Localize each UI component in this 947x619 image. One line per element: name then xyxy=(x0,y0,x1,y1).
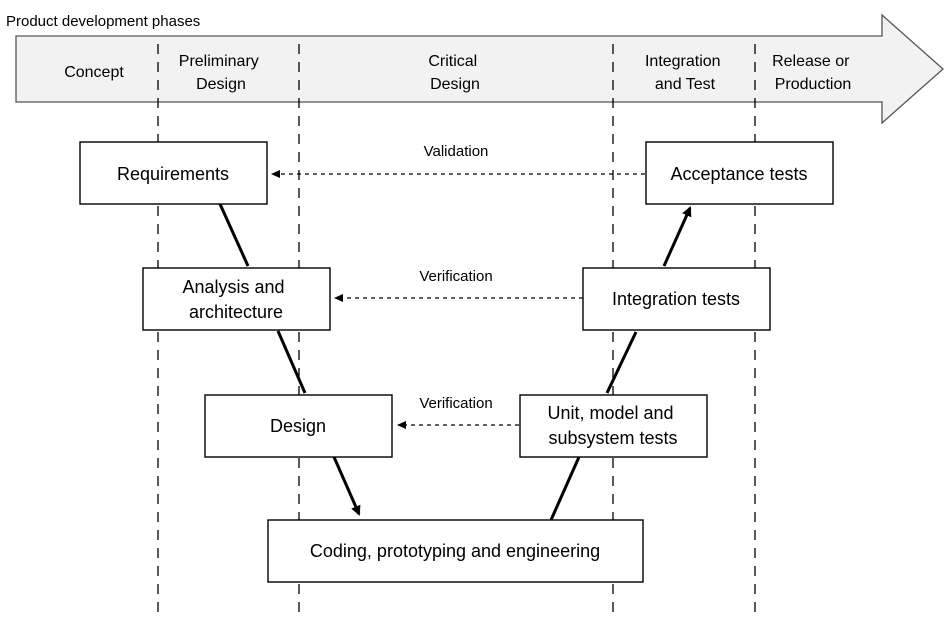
box-coding-label: Coding, prototyping and engineering xyxy=(310,541,600,561)
phase-preliminary-design-line-2: Design xyxy=(196,76,246,93)
verification-label-upper: Verification xyxy=(419,268,492,285)
box-requirements-line-1: Requirements xyxy=(117,164,229,184)
verification-label-lower: Verification xyxy=(419,395,492,412)
phase-preliminary-design: Preliminary Design xyxy=(179,53,263,93)
box-integration-tests-line-1: Integration tests xyxy=(612,289,740,309)
box-design-label: Design xyxy=(270,416,326,436)
phase-arrow xyxy=(15,13,944,125)
box-design: Design xyxy=(204,394,393,458)
box-coding-line-1: Coding, prototyping and engineering xyxy=(310,541,600,561)
box-unit-tests: Unit, model and subsystem tests xyxy=(519,394,708,458)
phase-preliminary-design-line-1: Preliminary xyxy=(179,53,259,70)
box-integration-tests: Integration tests xyxy=(582,267,771,331)
phase-integration-and-test-line-1: Integration xyxy=(645,53,721,70)
phase-release-or-production-line-2: Production xyxy=(775,76,852,93)
phase-critical-design: Critical Design xyxy=(428,53,481,93)
box-design-frame xyxy=(204,394,393,458)
flow-integration-to-acceptance-arrow xyxy=(662,206,692,267)
box-acceptance-tests: Acceptance tests xyxy=(645,141,834,205)
box-analysis-label: Analysis and architecture xyxy=(182,277,289,322)
box-acceptance-tests-frame xyxy=(645,141,834,205)
flow-unit-to-integration xyxy=(605,331,638,394)
flow-coding-to-unit-tests xyxy=(549,456,581,521)
box-coding: Coding, prototyping and engineering xyxy=(267,519,644,583)
box-coding-frame xyxy=(267,519,644,583)
box-unit-tests-line-2: subsystem tests xyxy=(548,428,677,448)
box-requirements-frame xyxy=(79,141,268,205)
validation-label: Validation xyxy=(424,143,489,160)
box-requirements-label: Requirements xyxy=(117,164,229,184)
flow-design-to-coding-arrow xyxy=(332,456,361,516)
flow-analysis-to-design xyxy=(276,330,307,394)
box-analysis-frame xyxy=(142,267,331,331)
box-integration-tests-label: Integration tests xyxy=(612,289,740,309)
development-flow xyxy=(218,203,692,521)
box-unit-tests-frame xyxy=(519,394,708,458)
box-unit-tests-label: Unit, model and subsystem tests xyxy=(547,403,678,448)
box-analysis-line-1: Analysis and xyxy=(182,277,284,297)
phase-release-or-production: Release or Production xyxy=(772,53,854,93)
flow-requirements-to-analysis xyxy=(218,203,250,267)
phase-release-or-production-line-1: Release or xyxy=(772,53,850,70)
phase-critical-design-line-1: Critical xyxy=(428,53,477,70)
check-arrows: Validation Verification Verification xyxy=(271,143,645,429)
phase-labels: Concept Preliminary Design Critical Desi… xyxy=(64,53,854,93)
phase-concept-line-1: Concept xyxy=(64,64,124,81)
box-requirements: Requirements xyxy=(79,141,268,205)
box-design-line-1: Design xyxy=(270,416,326,436)
diagram-title: Product development phases xyxy=(6,13,200,30)
box-analysis-architecture: Analysis and architecture xyxy=(142,267,331,331)
box-acceptance-tests-label: Acceptance tests xyxy=(670,164,807,184)
phase-concept: Concept xyxy=(64,64,124,81)
phase-integration-and-test: Integration and Test xyxy=(645,53,725,93)
box-acceptance-tests-line-1: Acceptance tests xyxy=(670,164,807,184)
box-unit-tests-line-1: Unit, model and xyxy=(547,403,673,423)
phase-integration-and-test-line-2: and Test xyxy=(655,76,716,93)
box-integration-tests-frame xyxy=(582,267,771,331)
phase-critical-design-line-2: Design xyxy=(430,76,480,93)
box-analysis-line-2: architecture xyxy=(189,302,283,322)
